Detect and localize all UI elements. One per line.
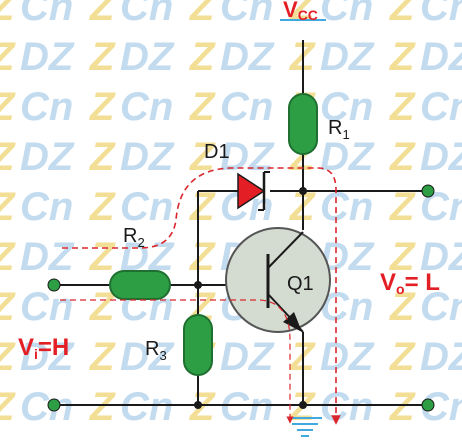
resistor-r2 — [109, 270, 171, 300]
vcc-label: VCC — [283, 0, 318, 23]
transistor-q1 — [225, 227, 331, 333]
watermark-z: Z — [89, 85, 116, 129]
watermark-text: Cn — [20, 185, 73, 229]
watermark-z: Z — [389, 135, 416, 179]
watermark-text: Cn — [220, 85, 273, 129]
watermark-text: Cn — [320, 0, 373, 29]
watermark-z: Z — [0, 285, 16, 329]
watermark-text: Cn — [220, 0, 273, 29]
watermark-z: Z — [89, 0, 116, 29]
watermark-z: Z — [89, 335, 116, 379]
ground-terminal-left — [47, 398, 61, 412]
watermark-z: Z — [389, 35, 416, 79]
watermark-z: Z — [0, 235, 16, 279]
watermark-text: Cn — [120, 0, 173, 29]
watermark-z: Z — [389, 0, 416, 29]
watermark-z: Z — [389, 185, 416, 229]
wires — [54, 19, 428, 406]
watermark-z: Z — [289, 0, 316, 29]
current-path-input — [60, 299, 294, 424]
watermark-text: DZ — [320, 35, 375, 79]
output-terminal — [421, 184, 435, 198]
watermark-text: DZ — [320, 335, 375, 379]
watermark-z: Z — [389, 235, 416, 279]
watermark-z: Z — [89, 235, 116, 279]
watermark-z: Z — [189, 235, 216, 279]
watermark-z: Z — [0, 135, 16, 179]
watermark-text: DZ — [420, 135, 462, 179]
watermark-text: Cn — [20, 385, 73, 429]
vi-label: Vi=H — [18, 334, 69, 362]
watermark-z: Z — [0, 85, 16, 129]
current-paths — [60, 167, 341, 425]
watermark-text: Cn — [320, 385, 373, 429]
r1-label: R1 — [328, 117, 350, 142]
watermark-text: DZ — [20, 235, 75, 279]
watermark-z: Z — [0, 0, 16, 29]
watermark-text: DZ — [120, 35, 175, 79]
watermark-z: Z — [89, 35, 116, 79]
watermark-z: Z — [0, 335, 16, 379]
resistor-r3 — [183, 314, 213, 376]
q1-label: Q1 — [287, 273, 314, 295]
watermark-z: Z — [189, 385, 216, 429]
watermark-z: Z — [189, 185, 216, 229]
watermark-text: DZ — [220, 35, 275, 79]
watermark-text: DZ — [120, 135, 175, 179]
watermark-text: Cn — [120, 185, 173, 229]
watermark-text: DZ — [20, 135, 75, 179]
diode-d1 — [237, 171, 270, 211]
watermark-z: Z — [189, 135, 216, 179]
labels: VCC R1 D1 R2 Q1 R3 Vi=H Vo= L — [18, 0, 440, 363]
watermark-z: Z — [189, 0, 216, 29]
r2-label: R2 — [123, 225, 145, 250]
terminals — [47, 184, 435, 412]
watermark-z: Z — [389, 335, 416, 379]
watermark-z: Z — [0, 185, 16, 229]
watermark-text: DZ — [20, 35, 75, 79]
watermark-z: Z — [389, 385, 416, 429]
watermark-text: DZ — [120, 335, 175, 379]
input-terminal — [47, 278, 61, 292]
watermark-text: Cn — [420, 285, 462, 329]
vo-label: Vo= L — [380, 269, 440, 297]
junctions — [194, 187, 307, 409]
watermark-text: Cn — [120, 85, 173, 129]
watermark-text: Cn — [120, 385, 173, 429]
watermark-text: DZ — [220, 335, 275, 379]
watermark-z: Z — [189, 35, 216, 79]
ground-terminal-right — [421, 398, 435, 412]
watermark-text: Cn — [220, 385, 273, 429]
watermark-text: DZ — [420, 35, 462, 79]
watermark-z: Z — [89, 385, 116, 429]
current-path-vcc — [62, 167, 341, 425]
watermark-text: DZ — [20, 335, 75, 379]
watermark-text: Cn — [420, 0, 462, 29]
watermark-pattern: ZCnZCnZCnZCnZCnZDZZDZZDZZDZZDZZCnZCnZCnZ… — [0, 0, 462, 429]
watermark-z: Z — [389, 85, 416, 129]
watermark-z: Z — [89, 135, 116, 179]
watermark-text: Cn — [420, 85, 462, 129]
watermark-z: Z — [389, 285, 416, 329]
resistor-r1 — [288, 93, 318, 155]
d1-label: D1 — [204, 141, 230, 163]
watermark-text: Cn — [20, 85, 73, 129]
watermark-z: Z — [89, 185, 116, 229]
watermark-text: DZ — [420, 235, 462, 279]
watermark-text: Cn — [20, 285, 73, 329]
watermark-z: Z — [0, 35, 16, 79]
r3-label: R3 — [145, 338, 167, 363]
watermark-text: Cn — [320, 185, 373, 229]
watermark-z: Z — [0, 385, 16, 429]
watermark-z: Z — [189, 85, 216, 129]
watermark-text: Cn — [320, 85, 373, 129]
watermark-text: DZ — [420, 335, 462, 379]
watermark-text: Cn — [20, 0, 73, 29]
ground-icon — [288, 417, 322, 437]
